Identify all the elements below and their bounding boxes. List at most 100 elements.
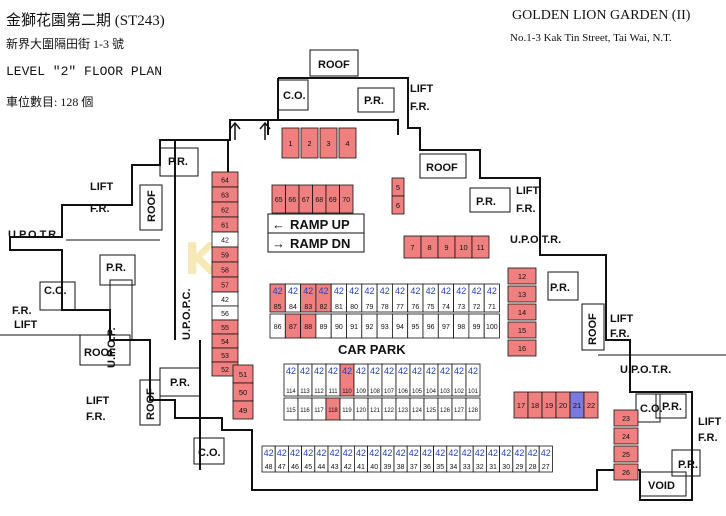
space-number-38: 38 xyxy=(397,464,405,471)
space-number-83: 83 xyxy=(304,304,312,311)
space-tag-73: 42 xyxy=(456,286,466,296)
space-tag-112: 42 xyxy=(314,366,324,376)
space-tag-113: 42 xyxy=(300,366,310,376)
space-tag-35: 42 xyxy=(435,448,445,458)
lift-label-right: LIFT xyxy=(516,185,539,197)
space-number-9: 9 xyxy=(444,243,448,252)
space-tag-37: 42 xyxy=(409,448,419,458)
space-number-95: 95 xyxy=(411,324,419,331)
pr-label-left: P.R. xyxy=(168,156,188,168)
space-tag-111: 42 xyxy=(328,366,338,376)
space-tag-36: 42 xyxy=(422,448,432,458)
space-tag-107: 42 xyxy=(384,366,394,376)
space-number-92: 92 xyxy=(366,324,374,331)
space-number-94: 94 xyxy=(396,324,404,331)
space-number-42: 42 xyxy=(344,464,352,471)
space-number-37: 37 xyxy=(410,464,418,471)
space-tag-81: 42 xyxy=(334,286,344,296)
space-number-6: 6 xyxy=(396,201,400,210)
space-number-124: 124 xyxy=(412,408,423,414)
roof-label-vert: ROOF xyxy=(146,190,158,222)
space-number-104: 104 xyxy=(426,389,437,395)
space-number-65: 65 xyxy=(275,197,283,204)
address-zh: 新界大圍隔田街 1-3 號 xyxy=(6,37,124,51)
space-number-122: 122 xyxy=(384,408,395,414)
ramp-arrow-up: ← xyxy=(272,217,285,232)
space-tag-77: 42 xyxy=(395,286,405,296)
roof-label-left: ROOF xyxy=(84,347,116,359)
space-number-125: 125 xyxy=(426,408,437,414)
space-number-46: 46 xyxy=(291,464,299,471)
space-number-58: 58 xyxy=(221,268,229,275)
space-number-97: 97 xyxy=(442,324,450,331)
co-label-left: C.O. xyxy=(44,285,67,297)
title-zh: 金獅花園第二期 (ST243) xyxy=(6,13,165,29)
space-number-52: 52 xyxy=(221,367,229,374)
space-number-28: 28 xyxy=(529,464,537,471)
fr-label-left: F.R. xyxy=(90,203,110,215)
space-number-22: 22 xyxy=(587,401,595,410)
space-number-44: 44 xyxy=(318,464,326,471)
space-number-84: 84 xyxy=(289,304,297,311)
pr-label-right4: P.R. xyxy=(678,459,698,471)
space-tag-42: 42 xyxy=(343,448,353,458)
roof-label-top: ROOF xyxy=(318,59,350,71)
space-tag-41: 42 xyxy=(356,448,366,458)
space-tag-109: 42 xyxy=(356,366,366,376)
space-number-51: 51 xyxy=(239,370,247,379)
space-number-71: 71 xyxy=(488,304,496,311)
labels: ROOF C.O. P.R. LIFT F.R. P.R. LIFT F.R. … xyxy=(8,59,721,492)
space-number-91: 91 xyxy=(350,324,358,331)
space-number-128: 128 xyxy=(468,408,479,414)
space-number-39: 39 xyxy=(384,464,392,471)
parking-space-23 xyxy=(613,409,639,427)
parking-space-71 xyxy=(483,283,500,313)
arrows xyxy=(229,121,271,140)
upotr-label-left: U.P.O.T.R. xyxy=(8,229,59,241)
space-tag-114: 42 xyxy=(286,366,296,376)
space-number-29: 29 xyxy=(516,464,524,471)
pr-label-left2: P.R. xyxy=(106,262,126,274)
parking-space-16 xyxy=(507,339,537,357)
space-tag-84: 42 xyxy=(288,286,298,296)
parking-space-100 xyxy=(483,313,500,339)
space-number-112: 112 xyxy=(314,389,324,395)
co-label-right: C.O. xyxy=(640,403,663,415)
space-number-18: 18 xyxy=(531,401,539,410)
inner-lines xyxy=(0,49,726,497)
space-tag-27: 42 xyxy=(541,448,551,458)
space-number-101: 101 xyxy=(468,389,479,395)
space-number-42: 42 xyxy=(221,238,229,245)
space-number-75: 75 xyxy=(427,304,435,311)
parking-space-12 xyxy=(507,267,537,285)
space-number-73: 73 xyxy=(457,304,465,311)
space-number-77: 77 xyxy=(396,304,404,311)
space-number-11: 11 xyxy=(477,243,485,252)
space-number-78: 78 xyxy=(381,304,389,311)
parking-space-6 xyxy=(391,195,405,215)
space-number-123: 123 xyxy=(398,408,409,414)
space-number-108: 108 xyxy=(370,389,381,395)
space-tag-74: 42 xyxy=(441,286,451,296)
pr-label-right3: P.R. xyxy=(662,401,682,413)
roof-label-right: ROOF xyxy=(426,162,458,174)
space-number-106: 106 xyxy=(398,389,409,395)
space-number-76: 76 xyxy=(411,304,419,311)
space-number-100: 100 xyxy=(486,324,498,331)
space-number-47: 47 xyxy=(278,464,286,471)
space-number-98: 98 xyxy=(457,324,465,331)
space-tag-30: 42 xyxy=(501,448,511,458)
space-number-87: 87 xyxy=(289,324,297,331)
parking-space-13 xyxy=(507,285,537,303)
ramp-dn-label: RAMP DN xyxy=(290,236,350,251)
parking-space-101 xyxy=(465,363,481,397)
pr-label-right2: P.R. xyxy=(550,282,570,294)
space-number-115: 115 xyxy=(286,408,296,414)
space-number-59: 59 xyxy=(221,253,229,260)
space-number-93: 93 xyxy=(381,324,389,331)
space-tag-44: 42 xyxy=(316,448,326,458)
space-tag-33: 42 xyxy=(462,448,472,458)
space-tag-48: 42 xyxy=(264,448,274,458)
